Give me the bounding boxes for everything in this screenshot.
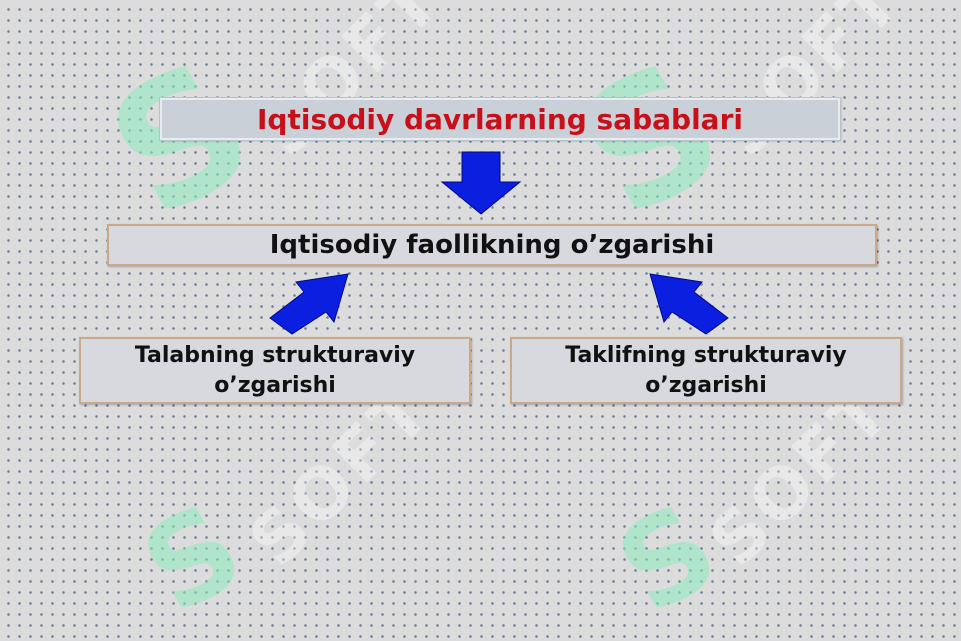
diagram-title: Iqtisodiy davrlarning sabablari xyxy=(257,102,743,136)
left-cause-line1: Talabning strukturaviy xyxy=(134,342,416,368)
watermark-logo-icon: S xyxy=(78,23,284,257)
down-arrow-icon xyxy=(440,151,522,215)
center-label: Iqtisodiy faollikning o’zgarishi xyxy=(269,230,715,260)
watermark-text: SOFT xyxy=(703,0,919,173)
up-right-arrow-icon xyxy=(269,273,349,335)
watermark-text: SOFT xyxy=(243,0,459,173)
right-cause-line2: o’zgarishi xyxy=(645,372,767,398)
right-cause-line1: Taklifning strukturaviy xyxy=(565,342,847,368)
center-box: Iqtisodiy faollikning o’zgarishi xyxy=(107,224,877,266)
watermark-logo-icon: S xyxy=(548,23,754,257)
watermark-logo-icon: S xyxy=(595,477,741,641)
watermark-logo-icon: S xyxy=(120,477,266,641)
up-left-arrow-icon xyxy=(649,273,729,335)
right-cause-box: Taklifning strukturaviy o’zgarishi xyxy=(510,337,902,404)
left-cause-box: Talabning strukturaviy o’zgarishi xyxy=(79,337,471,404)
diagram-title-box: Iqtisodiy davrlarning sabablari xyxy=(159,97,841,141)
left-cause-line2: o’zgarishi xyxy=(214,372,336,398)
